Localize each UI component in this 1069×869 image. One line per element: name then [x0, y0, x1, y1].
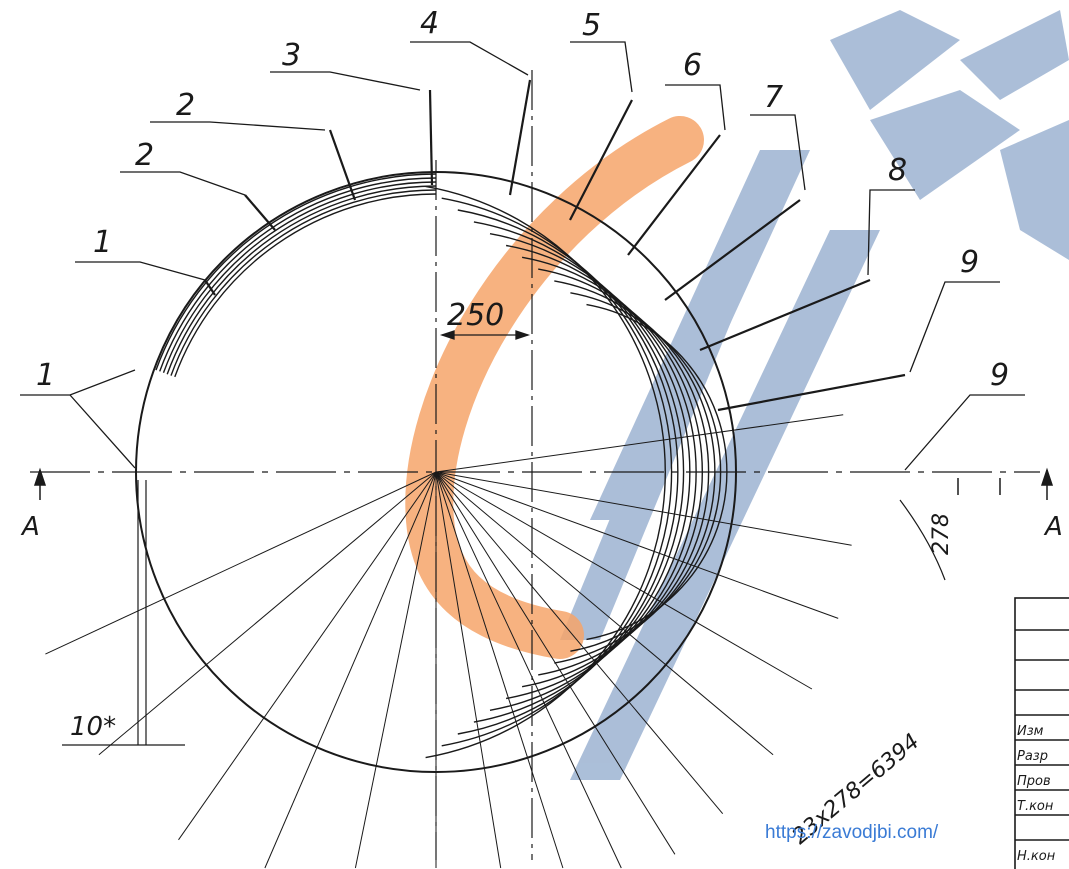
radial-lines	[45, 414, 852, 869]
watermark-letter-a	[960, 10, 1069, 100]
segment-tick	[699, 278, 871, 352]
watermark-letter-z-lower	[870, 90, 1020, 200]
ring-arc	[159, 177, 437, 372]
dim-arc-278	[899, 499, 946, 581]
radial-line	[435, 414, 844, 473]
part-label-1a: 1	[36, 358, 55, 393]
dimension-10	[62, 480, 185, 746]
leader-lines	[20, 41, 1025, 471]
dimension-278	[899, 499, 946, 581]
dimension-250-label: 250	[447, 298, 504, 333]
leader-2b	[150, 121, 326, 131]
segment-tick	[204, 279, 216, 296]
radial-line	[435, 471, 622, 869]
radial-line	[354, 471, 437, 869]
watermark-logo	[560, 10, 1069, 780]
radial-line	[435, 471, 564, 869]
watermark-orange-arc	[405, 116, 704, 659]
segment-tick	[569, 99, 633, 221]
part-label-2a: 2	[135, 138, 154, 173]
watermark-url[interactable]: https://zavodjbi.com/	[765, 822, 939, 843]
tb-cell-prov: Пров	[1017, 774, 1051, 789]
segment-tick	[627, 134, 721, 256]
leader-5	[570, 41, 633, 93]
ring-arc	[166, 185, 437, 375]
leader-6	[665, 84, 726, 131]
leader-3	[270, 71, 421, 91]
ring-arc	[155, 173, 437, 371]
segment-ticks	[204, 79, 906, 412]
ring-arc	[441, 197, 673, 747]
radial-line	[435, 471, 724, 815]
leader-8	[867, 189, 915, 276]
watermark-letter-z	[830, 10, 960, 110]
part-label-7: 7	[764, 80, 783, 115]
part-label-9b: 9	[990, 358, 1009, 393]
segment-tick	[328, 129, 357, 201]
part-label-1b: 1	[93, 225, 112, 260]
part-label-5: 5	[582, 8, 601, 43]
radial-line	[435, 471, 774, 756]
tb-cell-tkon: Т.кон	[1017, 799, 1054, 814]
tb-cell-izm: Изм	[1017, 724, 1044, 739]
segment-tick	[244, 194, 276, 231]
ring-arc	[473, 221, 685, 723]
ring-arc	[174, 193, 437, 378]
part-label-3: 3	[282, 38, 301, 73]
part-label-2b: 2	[176, 88, 195, 123]
ring-arc	[162, 181, 437, 374]
segment-tick	[508, 79, 532, 196]
tb-cell-nkon: Н.кон	[1017, 849, 1056, 864]
ring-arc	[425, 185, 666, 759]
radial-line	[98, 471, 437, 756]
leader-1b	[69, 394, 136, 469]
dimension-250	[439, 330, 531, 340]
part-labels: 1 1 2 2 3 4 5 6 7 8 9 9	[36, 6, 1009, 393]
dimension-10-label: 10*	[70, 712, 116, 742]
radial-line	[435, 471, 502, 869]
radial-line	[435, 471, 839, 619]
watermark-letter-x	[1000, 120, 1069, 260]
watermark-stripe-2	[570, 230, 880, 780]
arrow-up-icon	[33, 467, 47, 486]
dimension-278-label: 278	[929, 513, 954, 555]
part-label-9a: 9	[960, 245, 979, 280]
segment-tick	[428, 89, 434, 186]
segment-tick	[717, 373, 906, 412]
leader-2a	[120, 171, 246, 196]
segment-tick	[664, 199, 801, 301]
leader-1c	[75, 261, 206, 281]
radial-line	[45, 471, 437, 655]
radial-line	[435, 471, 852, 546]
radial-line	[435, 471, 676, 855]
arrow-right-icon	[515, 330, 531, 340]
title-block	[1014, 597, 1069, 869]
section-label-right: A	[1043, 512, 1063, 542]
part-label-6: 6	[683, 48, 702, 83]
part-label-4: 4	[420, 6, 439, 41]
radial-line	[264, 471, 437, 869]
arrow-up-icon	[1040, 467, 1054, 486]
arrow-left-icon	[439, 330, 455, 340]
section-markers	[33, 467, 1054, 500]
leader-9b	[904, 394, 1025, 471]
leader-4	[410, 41, 529, 76]
leader-9a	[909, 281, 1000, 373]
section-label-left: A	[20, 512, 40, 542]
title-block-text: Изм Разр Пров Т.кон Н.кон	[1017, 724, 1056, 864]
leader-7	[750, 114, 806, 191]
part-label-8: 8	[888, 153, 907, 188]
radial-line	[435, 471, 813, 690]
title-block-frame	[1014, 597, 1069, 869]
ring-arc	[170, 189, 437, 376]
tb-cell-razr: Разр	[1017, 749, 1048, 764]
radial-line	[178, 471, 437, 841]
